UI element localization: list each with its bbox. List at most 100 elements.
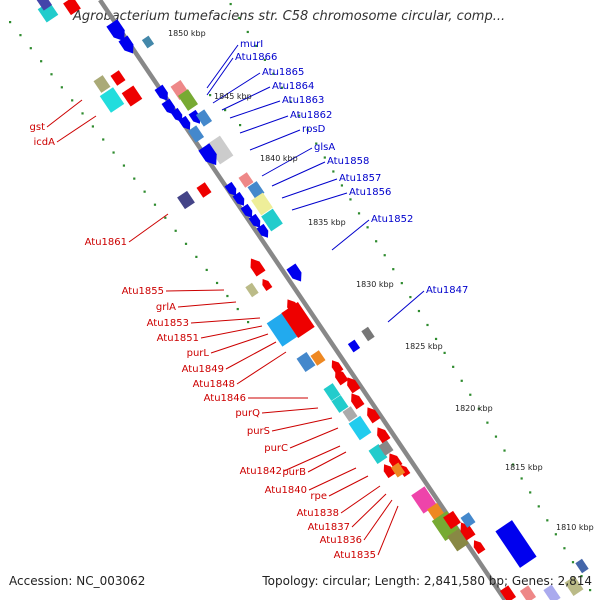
gene-block	[361, 326, 375, 342]
scale-dot	[383, 254, 386, 257]
scale-dot	[332, 170, 335, 173]
gene-arrow	[248, 213, 261, 228]
kbp-tick-label: 1850 kbp	[168, 29, 206, 38]
gene-arrow	[250, 258, 266, 277]
gene-arrow	[287, 299, 301, 316]
forward-gene-label: Atu1847	[426, 285, 468, 296]
scale-dot	[209, 94, 212, 97]
reverse-gene-label: rpe	[310, 491, 327, 502]
reverse-gene-label: purQ	[235, 408, 260, 419]
reverse-leader-line	[200, 325, 263, 339]
scale-dot	[122, 164, 126, 167]
forward-leader-line	[387, 290, 425, 323]
reverse-leader-line	[351, 493, 387, 528]
scale-dot	[255, 44, 258, 48]
scale-dot	[112, 151, 115, 154]
kbp-tick-label: 1845 kbp	[214, 92, 252, 101]
gene-arrow	[154, 84, 168, 101]
forward-gene-label: glsA	[314, 142, 335, 153]
gene-arrow	[383, 464, 396, 479]
scale-dot	[174, 229, 177, 232]
scale-dot	[143, 190, 146, 193]
reverse-leader-line	[261, 407, 319, 414]
scale-dot	[452, 365, 455, 368]
gene-arrow	[161, 98, 175, 115]
scale-dot	[392, 268, 395, 271]
tick-dots	[9, 2, 592, 592]
forward-leader-line	[281, 178, 338, 199]
gene-block	[495, 520, 537, 568]
reverse-gene-label: Atu1846	[204, 393, 246, 404]
gene-labels: murIAtu1866Atu1865Atu1864Atu1863Atu1862r…	[30, 39, 469, 561]
gene-block	[543, 584, 561, 600]
gene-arrow	[347, 377, 361, 394]
forward-gene-label: Atu1857	[339, 173, 381, 184]
forward-leader-line	[261, 147, 313, 177]
gene-block	[378, 440, 394, 456]
accession-text: Accession: NC_003062	[9, 574, 146, 588]
gene-arrow	[188, 109, 201, 124]
forward-gene-label: Atu1862	[290, 110, 332, 121]
reverse-gene-label: Atu1835	[334, 550, 376, 561]
gene-block	[342, 406, 358, 422]
scale-dot	[226, 294, 229, 298]
forward-gene-label: Atu1856	[349, 187, 391, 198]
gene-block	[261, 208, 283, 232]
gene-arrow	[106, 19, 125, 42]
scale-dot	[164, 216, 167, 219]
forward-leader-line	[206, 44, 239, 89]
gene-block	[110, 70, 126, 86]
gene-block	[63, 0, 81, 16]
gene-block	[245, 282, 259, 298]
gene-arrow	[256, 223, 269, 238]
gene-block	[411, 486, 437, 514]
forward-gene-label: Atu1866	[235, 52, 277, 63]
scale-dot	[280, 86, 284, 89]
reverse-gene-label: Atu1838	[297, 508, 339, 519]
forward-leader-line	[212, 72, 261, 104]
scale-dot	[477, 407, 480, 410]
forward-gene-label: Atu1863	[282, 95, 324, 106]
scale-dot	[29, 47, 32, 50]
forward-gene-label: murI	[240, 39, 263, 50]
scale-dot	[563, 547, 566, 550]
scale-dot	[91, 125, 94, 128]
scale-dot	[298, 114, 301, 117]
scale-dot	[520, 477, 523, 480]
reverse-leader-line	[271, 417, 333, 432]
gene-block	[177, 89, 199, 111]
scale-dot	[236, 307, 239, 311]
forward-gene-label: Atu1865	[262, 67, 304, 78]
gene-arrow	[170, 107, 183, 122]
reverse-leader-line	[128, 213, 169, 243]
reverse-gene-label: Atu1848	[193, 379, 235, 390]
label-leader-lines	[46, 44, 425, 556]
scale-dot	[546, 519, 549, 522]
scale-dot	[289, 100, 292, 103]
forward-leader-line	[249, 129, 301, 151]
scale-dot	[238, 16, 241, 20]
gene-arrow	[178, 115, 191, 130]
gene-block	[310, 350, 326, 366]
gene-block	[331, 395, 349, 413]
scale-dot	[306, 128, 309, 131]
scale-dot	[409, 295, 412, 299]
gene-block	[238, 172, 254, 188]
gene-arrow	[351, 393, 365, 410]
reverse-gene-label: Atu1842	[240, 466, 282, 477]
reverse-gene-label: purL	[187, 348, 210, 359]
reverse-leader-line	[190, 317, 261, 324]
forward-leader-line	[271, 161, 326, 187]
scale-dot	[554, 533, 557, 536]
gene-block	[575, 558, 589, 574]
gene-block	[251, 192, 273, 216]
kbp-tick-label: 1840 kbp	[260, 154, 298, 163]
reverse-leader-line	[210, 333, 269, 354]
reverse-gene-label: purB	[282, 467, 306, 478]
scale-dot	[153, 203, 157, 206]
scale-dot	[71, 99, 74, 102]
reverse-leader-line	[289, 427, 339, 449]
reverse-leader-line	[177, 301, 237, 308]
